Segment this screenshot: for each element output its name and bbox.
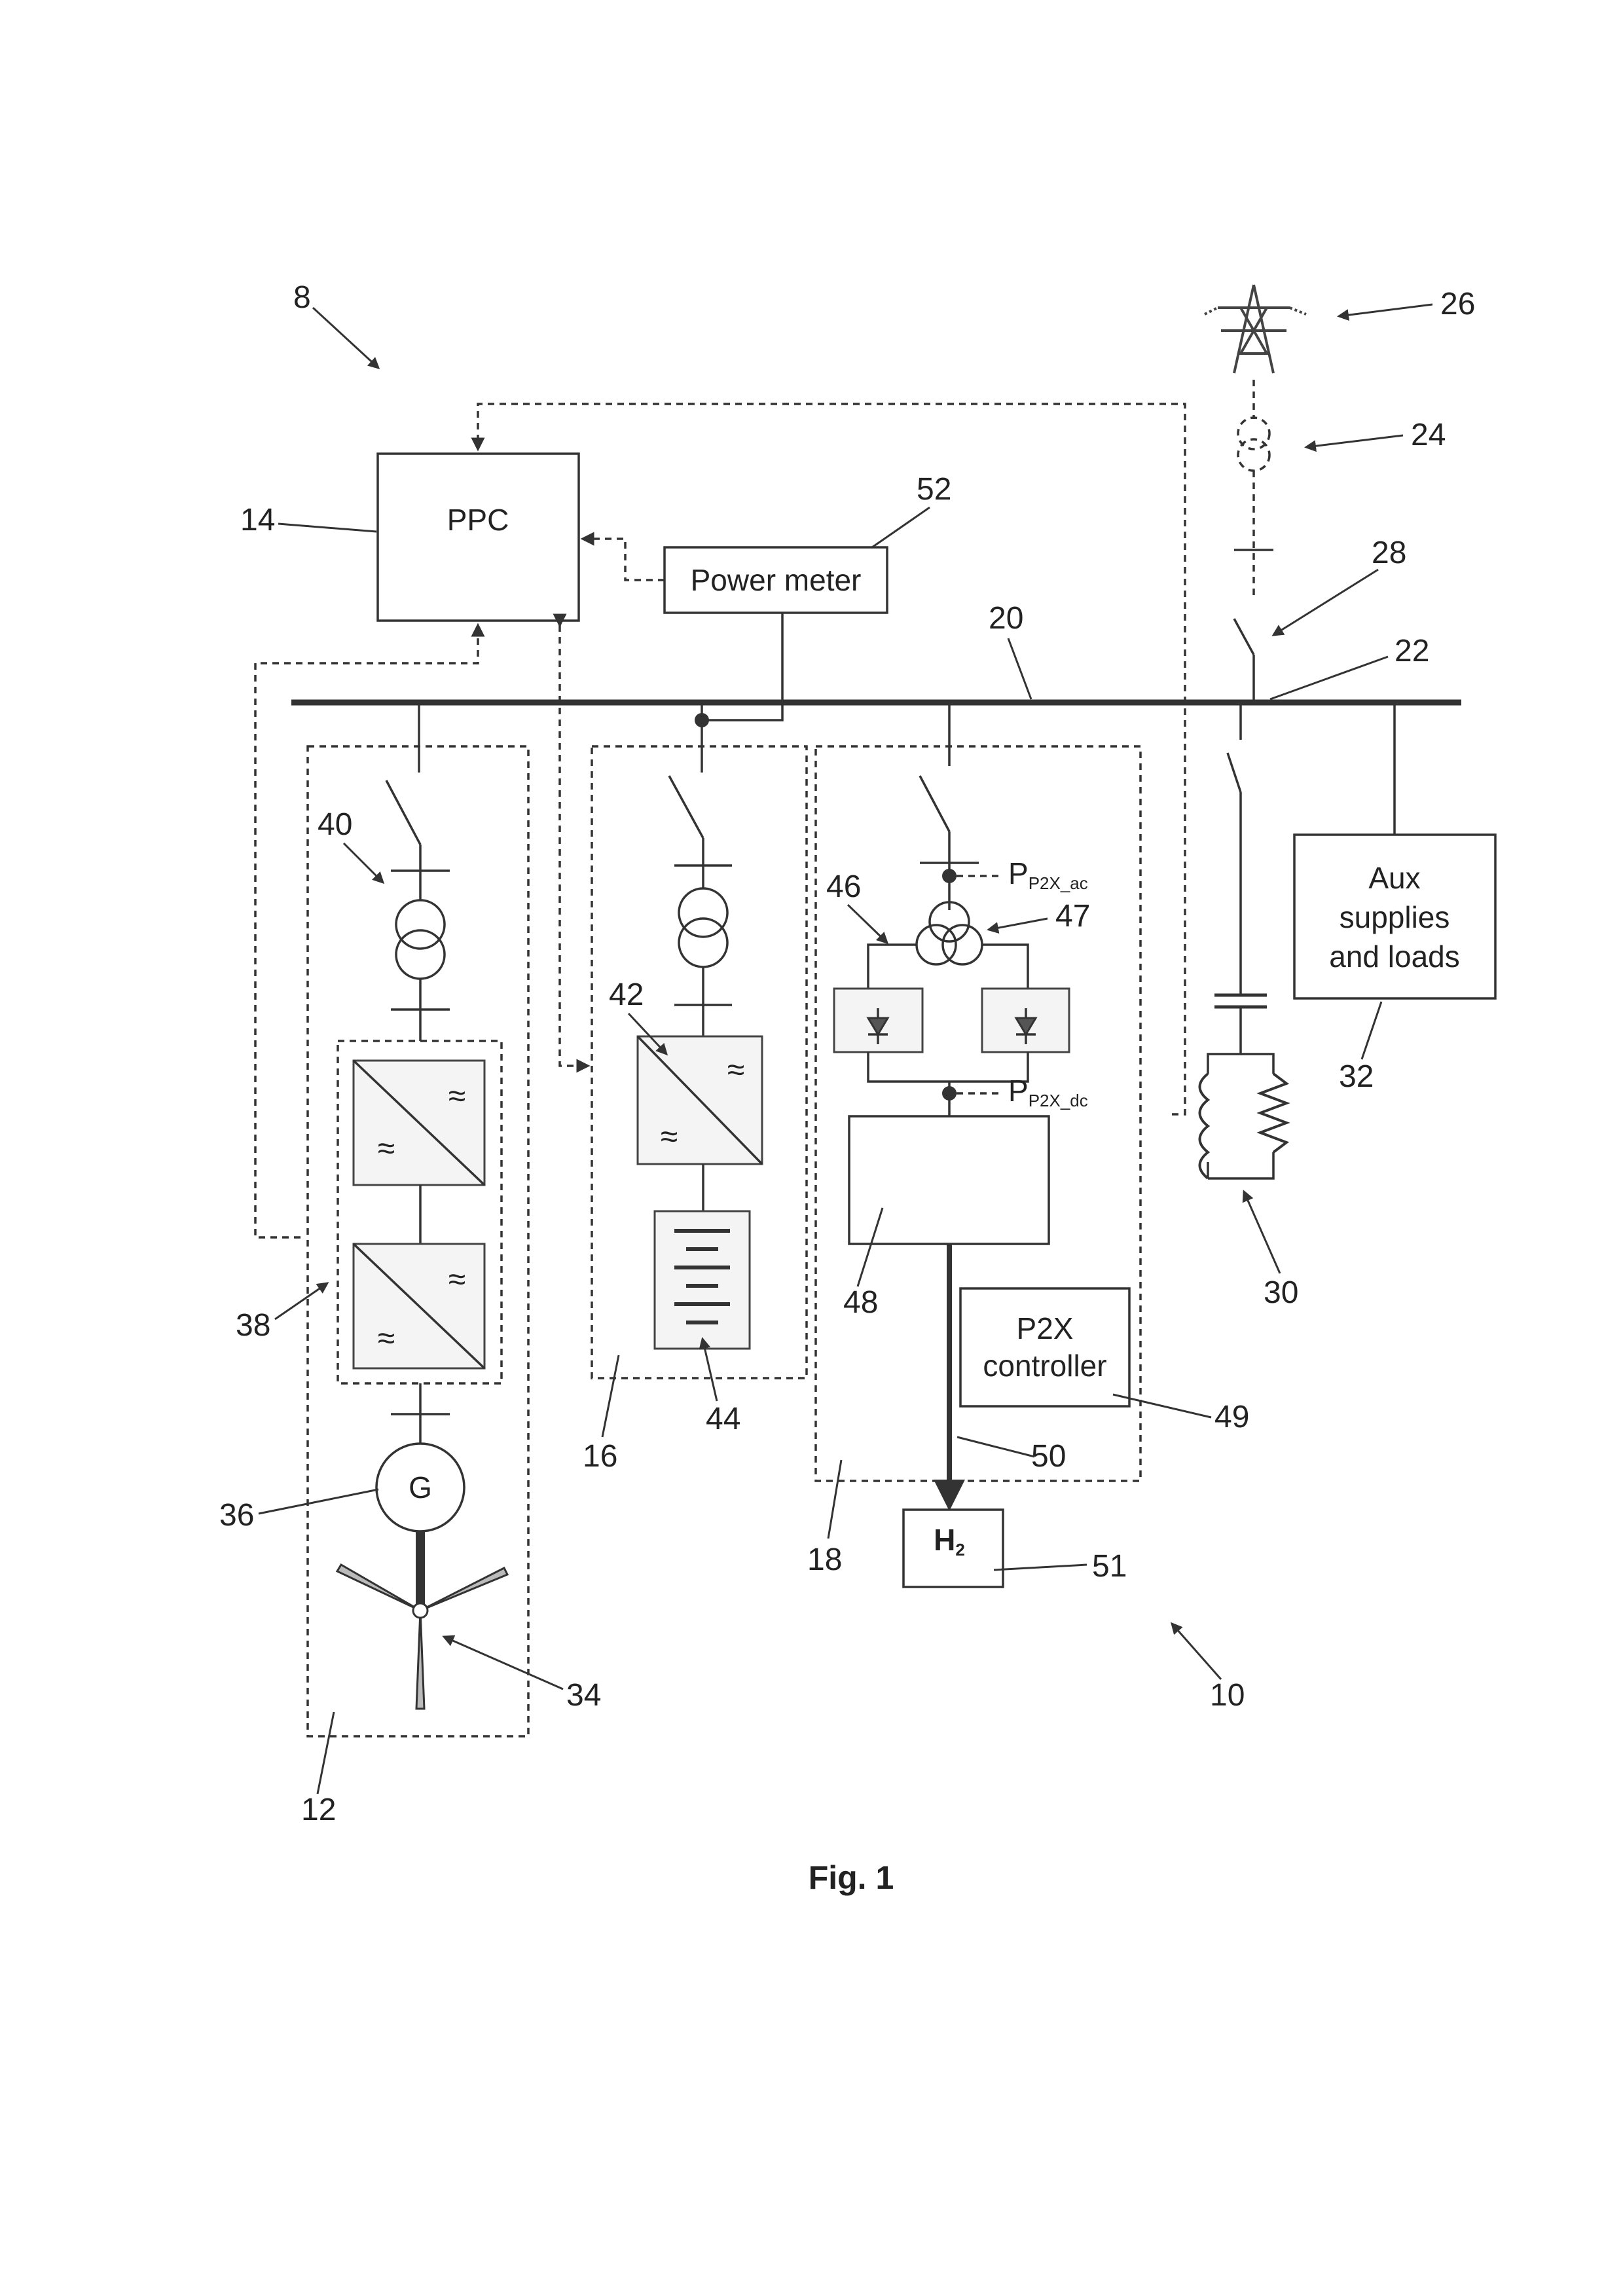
wind-converter-group [337, 1040, 503, 1385]
power-meter-box [663, 546, 888, 614]
ref-51: 51 [1092, 1549, 1127, 1584]
ref-8: 8 [293, 280, 311, 315]
wind-switch [385, 780, 422, 845]
electrolyser-box [848, 1115, 1050, 1245]
grid-transformer-bottom [1237, 438, 1271, 472]
ref-24: 24 [1411, 418, 1446, 452]
ref-16: 16 [583, 1439, 617, 1474]
inductor-icon [1198, 1072, 1211, 1180]
ref-28: 28 [1372, 536, 1406, 570]
grid-transformer-top [1237, 416, 1271, 450]
ref-32: 32 [1339, 1059, 1374, 1094]
resistor-icon [1256, 1072, 1290, 1154]
power-meter-tap [702, 613, 784, 721]
approx-sym-6: ≈ [661, 1120, 678, 1154]
ref-34: 34 [566, 1678, 601, 1713]
aux-supplies-box [1293, 833, 1497, 1000]
generator-label: G [409, 1470, 432, 1504]
battery-cells-icon [674, 1229, 730, 1324]
approx-sym-3: ≈ [448, 1262, 465, 1297]
p-ac-label: PP2X_ac [1008, 856, 1088, 893]
ref-49: 49 [1214, 1400, 1249, 1434]
rotor-icon [335, 1563, 509, 1710]
storage-switch [668, 775, 704, 839]
storage-unit-boundary [591, 745, 808, 1379]
aux-label-3: and loads [1329, 939, 1460, 974]
ref-22: 22 [1395, 634, 1429, 668]
ppc-box [376, 452, 580, 622]
compensation-switch [1226, 752, 1242, 793]
p2x-controller-label-1: P2X [1017, 1311, 1074, 1345]
aux-label-2: supplies [1340, 900, 1450, 934]
p2x-controller-box [959, 1287, 1131, 1408]
ppc-storage-signal [553, 613, 591, 1073]
wind-transformer-bottom [395, 929, 446, 980]
ref-18: 18 [807, 1542, 842, 1577]
ref-48: 48 [843, 1285, 878, 1320]
ref-44: 44 [706, 1402, 740, 1436]
approx-sym-1: ≈ [448, 1079, 465, 1114]
ref-52: 52 [917, 472, 951, 507]
approx-sym-5: ≈ [727, 1053, 744, 1087]
h2-label: H2 [934, 1523, 965, 1559]
p2x-controller-label-2: controller [983, 1349, 1106, 1383]
storage-transformer-bottom [678, 917, 729, 968]
figure-caption: Fig. 1 [809, 1859, 894, 1896]
battery-box [653, 1210, 751, 1350]
h2-box [902, 1508, 1004, 1588]
transmission-tower-icon [1204, 284, 1307, 374]
ref-42: 42 [609, 977, 644, 1012]
p-dc-node [942, 1086, 957, 1101]
thyristor-icon-right [1014, 1008, 1038, 1044]
p-ac-node [942, 869, 957, 883]
approx-sym-4: ≈ [378, 1321, 395, 1356]
p2x-to-ppc-signal [471, 403, 1186, 1116]
storage-transformer-top [678, 887, 729, 938]
ref-20: 20 [989, 601, 1023, 636]
ref-47: 47 [1055, 899, 1090, 934]
wind-transformer-top [395, 899, 446, 950]
thyristor-icon-left [866, 1008, 890, 1044]
ref-26: 26 [1440, 287, 1475, 321]
ref-40: 40 [318, 807, 352, 842]
ref-10: 10 [1210, 1678, 1245, 1713]
aux-label-1: Aux [1368, 861, 1420, 895]
ppc-label: PPC [447, 503, 509, 537]
p2x-switch [919, 775, 951, 832]
ref-38: 38 [236, 1308, 270, 1343]
approx-sym-2: ≈ [378, 1131, 395, 1166]
ref-46: 46 [826, 869, 861, 904]
ref-12: 12 [301, 1793, 336, 1827]
ref-36: 36 [219, 1498, 254, 1533]
three-winding-transformer [915, 901, 983, 966]
meter-to-ppc-signal [580, 532, 665, 581]
ref-14: 14 [240, 503, 275, 538]
power-meter-label: Power meter [691, 563, 862, 597]
wind-to-ppc-signal [254, 623, 485, 1239]
grid-breaker [1233, 618, 1255, 655]
p-dc-label: PP2X_dc [1008, 1074, 1088, 1110]
ref-30: 30 [1264, 1275, 1298, 1310]
ref-50: 50 [1031, 1439, 1066, 1474]
